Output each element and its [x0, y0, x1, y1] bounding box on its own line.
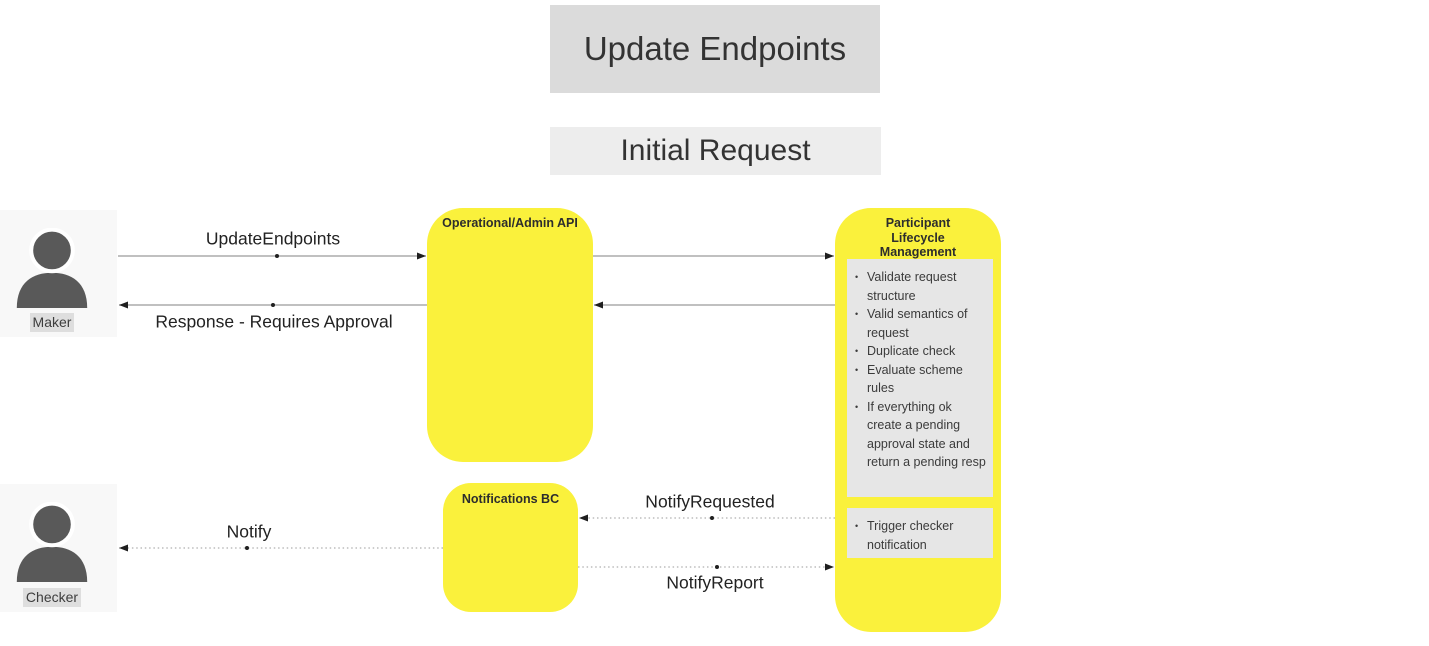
- actor-checker-label: Checker: [22, 588, 82, 607]
- component-participant-lifecycle-management: Participant Lifecycle Management Validat…: [835, 208, 1001, 632]
- note-item: Trigger checker notification: [855, 517, 987, 554]
- component-title: Operational/Admin API: [442, 216, 578, 230]
- note-validation-steps: Validate request structureValid semantic…: [847, 259, 993, 497]
- arrow-notify-report: [578, 563, 834, 571]
- note-item: Duplicate check: [855, 342, 987, 361]
- waypoint-dot: [715, 565, 719, 569]
- waypoint-dot: [710, 516, 714, 520]
- note-item: Validate request structure: [855, 268, 987, 305]
- note-item: Evaluate scheme rules: [855, 361, 987, 398]
- actor-label-wrap: Maker: [0, 313, 104, 332]
- note-item: Valid semantics of request: [855, 305, 987, 342]
- component-operational-admin-api: Operational/Admin API: [427, 208, 593, 462]
- message-label-update-endpoints: UpdateEndpoints: [205, 228, 341, 249]
- waypoint-dot: [245, 546, 249, 550]
- message-label-notify: Notify: [226, 521, 272, 542]
- message-label-response-requires-approval: Response - Requires Approval: [155, 311, 393, 332]
- message-label-notify-requested: NotifyRequested: [645, 491, 775, 512]
- actor-maker-label: Maker: [29, 313, 75, 332]
- message-label-notify-report: NotifyReport: [666, 572, 764, 593]
- person-icon: [16, 228, 88, 308]
- note-trigger-notification: Trigger checker notification: [847, 508, 993, 558]
- person-icon: [16, 502, 88, 582]
- actor-maker: Maker: [0, 210, 117, 337]
- actor-checker: Checker: [0, 484, 117, 612]
- note-trigger-list: Trigger checker notification: [847, 508, 993, 554]
- arrow-notify: [119, 544, 443, 552]
- waypoint-dot: [271, 303, 275, 307]
- component-notifications-bc: Notifications BC: [443, 483, 578, 612]
- note-validation-list: Validate request structureValid semantic…: [847, 259, 993, 472]
- actor-label-wrap: Checker: [0, 588, 104, 607]
- component-title: Notifications BC: [461, 492, 560, 506]
- page-title: Update Endpoints: [550, 5, 880, 93]
- waypoint-dot: [275, 254, 279, 258]
- note-item: If everything ok create a pending approv…: [855, 398, 987, 472]
- phase-title: Initial Request: [550, 127, 881, 175]
- arrow-notify-requested: [579, 514, 835, 522]
- component-title: Participant Lifecycle Management: [879, 216, 957, 259]
